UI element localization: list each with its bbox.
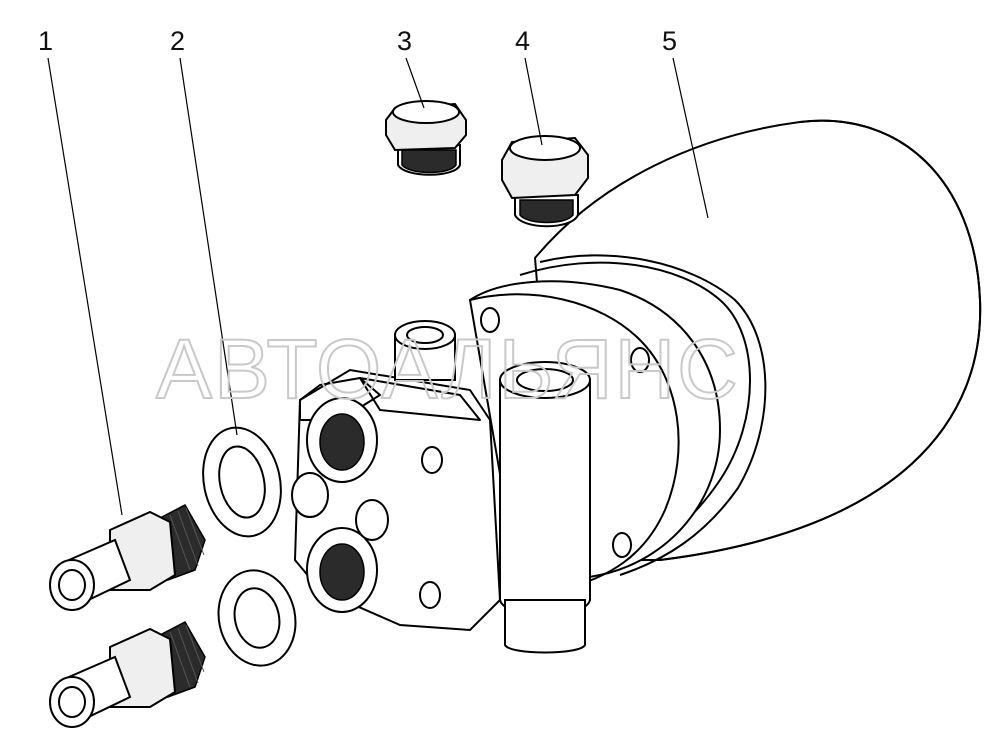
leader-line-3 (405, 57, 425, 109)
part-5-canister (468, 119, 982, 592)
leader-line-4 (524, 57, 543, 146)
part-1-fittings (49, 504, 206, 728)
callout-4: 4 (515, 26, 530, 56)
callout-3: 3 (397, 26, 412, 56)
leader-line-1 (47, 57, 123, 516)
callout-5: 5 (662, 26, 677, 56)
callout-2: 2 (170, 26, 185, 56)
watermark-text: АВТОАЛЬЯНС (156, 322, 740, 416)
valve-block (291, 320, 591, 654)
leader-line-2 (179, 57, 238, 436)
part-4-plug (501, 135, 589, 228)
callout-1: 1 (38, 26, 53, 56)
callout-numbers: 1 2 3 4 5 (38, 26, 677, 56)
leader-line-5 (672, 57, 709, 219)
leader-lines (47, 57, 709, 516)
part-2-washers (202, 426, 297, 667)
part-3-plug (385, 100, 467, 176)
